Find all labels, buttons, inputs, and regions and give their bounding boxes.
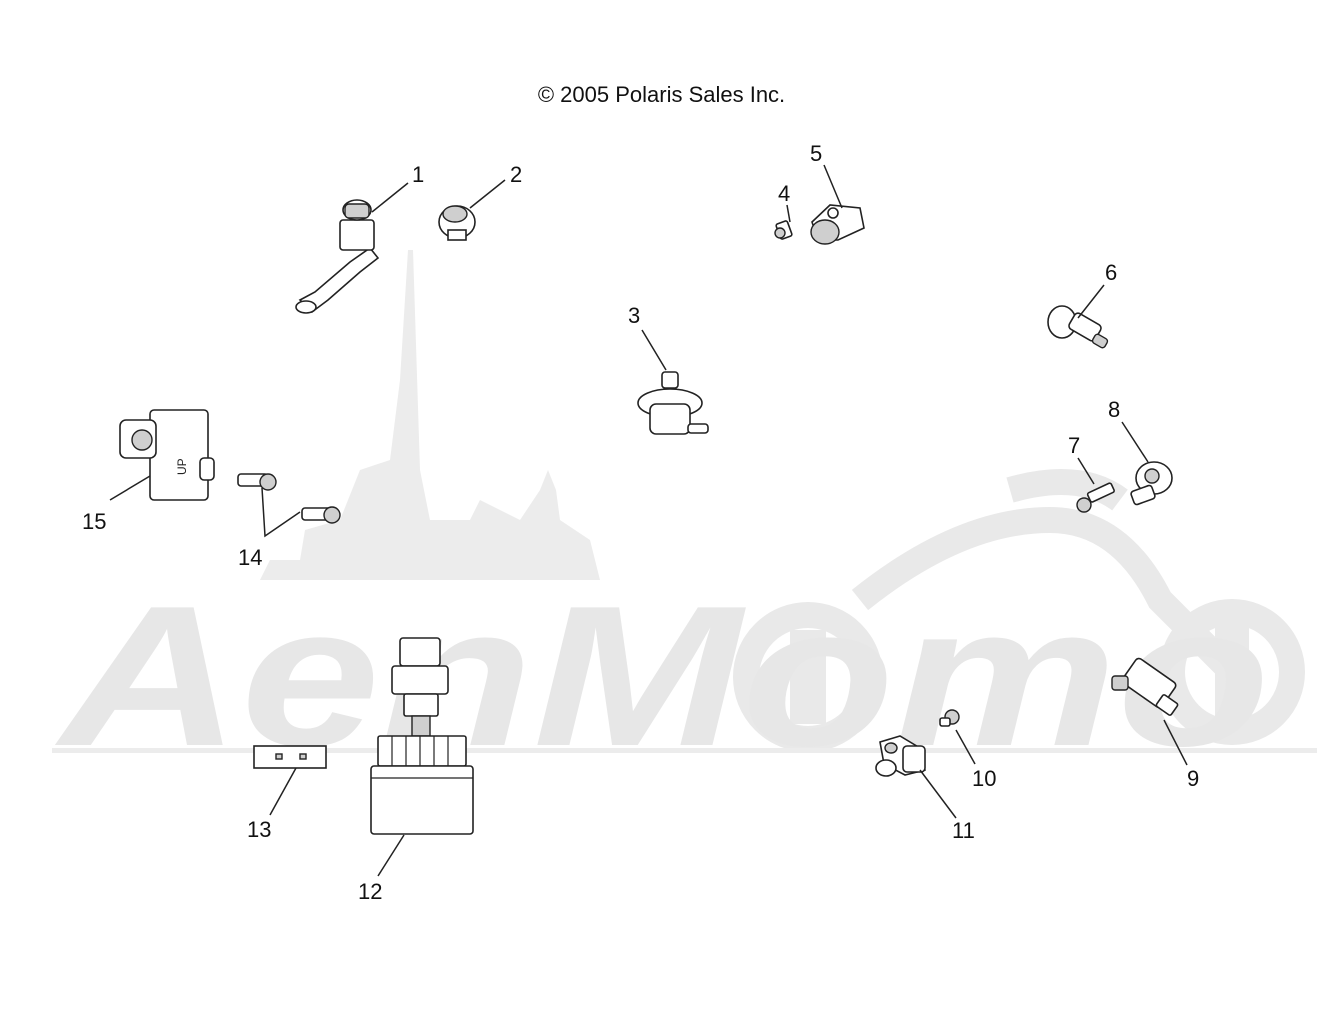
part-9-sensor (1111, 657, 1179, 716)
watermark-text: AenMomo (54, 565, 1270, 788)
callout-8: 8 (1108, 397, 1120, 422)
callout-5: 5 (810, 141, 822, 166)
svg-text:UP: UP (175, 458, 189, 475)
callout-13: 13 (247, 817, 271, 842)
watermark-motorcycle (733, 469, 1305, 752)
part-7-bolt (1076, 482, 1115, 513)
part-3-regulator (637, 371, 709, 435)
leader-lines (109, 164, 1188, 877)
part-5-sensor (810, 204, 865, 245)
callout-3: 3 (628, 303, 640, 328)
callout-14: 14 (238, 545, 262, 570)
callout-15: 15 (82, 509, 106, 534)
part-2-switch (438, 205, 476, 241)
callout-1: 1 (412, 162, 424, 187)
watermark: AenMomo (52, 250, 1317, 788)
part-10-screw (939, 709, 960, 727)
callout-9: 9 (1187, 766, 1199, 791)
part-13-plate (253, 745, 327, 769)
callout-11: 11 (952, 818, 975, 843)
callout-10: 10 (972, 766, 996, 791)
part-6-sensor (1047, 305, 1109, 349)
part-11-sensor (875, 735, 926, 777)
callout-2: 2 (510, 162, 522, 187)
callout-7: 7 (1068, 433, 1080, 458)
callout-12: 12 (358, 879, 382, 904)
callouts: 1 2 3 4 5 6 7 8 9 10 11 12 13 14 15 (82, 141, 1199, 904)
part-14-bolts (237, 473, 341, 524)
callout-4: 4 (778, 181, 790, 206)
part-1-switch (295, 199, 380, 314)
part-15-sensor: UP (119, 409, 215, 501)
part-12-module (370, 637, 474, 835)
copyright-text: © 2005 Polaris Sales Inc. (537, 82, 786, 107)
watermark-baseline (52, 748, 1317, 753)
callout-6: 6 (1105, 260, 1117, 285)
watermark-spire (260, 250, 600, 580)
part-4-screw (774, 220, 793, 240)
part-8-sensor (1130, 461, 1173, 506)
